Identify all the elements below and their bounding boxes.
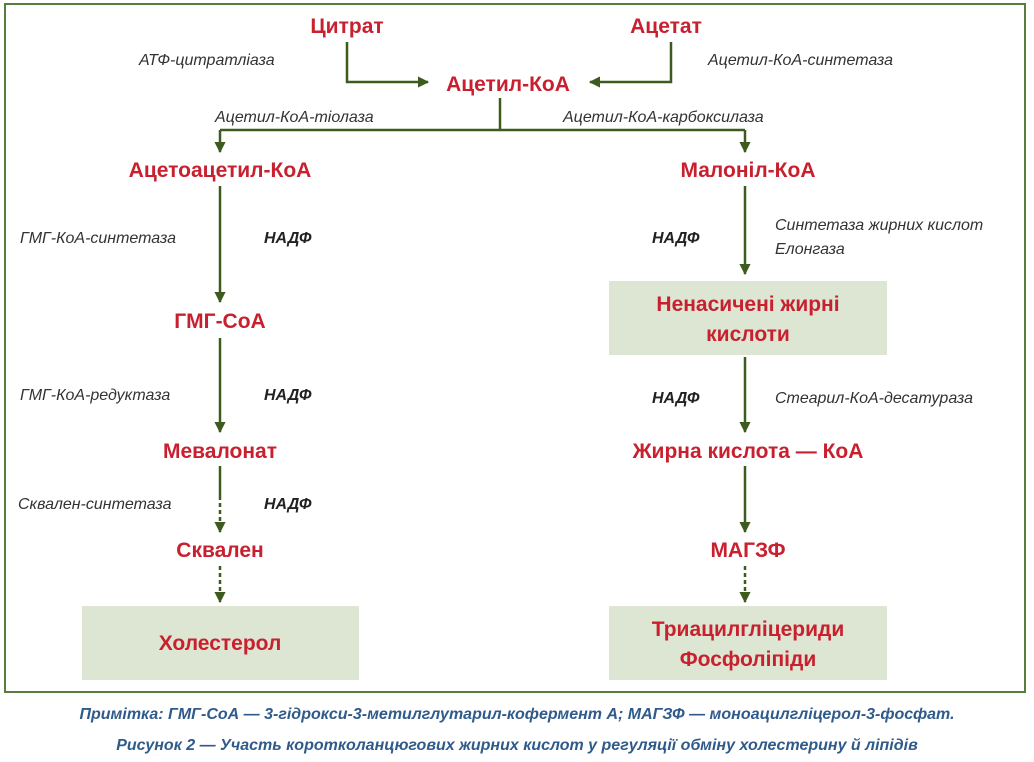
phospholipids-label: Фосфоліпіди <box>680 648 817 671</box>
acetyl-coa-branch-line <box>220 98 745 132</box>
nadf-label-5: НАДФ <box>264 496 312 513</box>
unsaturated-fa-label-line2: кислоти <box>706 323 790 346</box>
mevalonate-label: Мевалонат <box>163 440 277 463</box>
citrate-to-acetyl-coa-arrow <box>345 42 430 88</box>
fatty-acid-coa-label: Жирна кислота — КоА <box>632 440 864 463</box>
hmg-coa-label: ГМГ-СоА <box>174 310 265 333</box>
acetyl-coa-label: Ацетил-КоА <box>446 73 570 96</box>
magzf-label: МАГЗФ <box>710 539 785 562</box>
squalene-synthetase-label: Сквален-синтетаза <box>18 496 172 513</box>
nadf-label-4: НАДФ <box>652 390 700 407</box>
acetate-to-acetyl-coa-arrow <box>588 42 673 88</box>
acetyl-coa-thiolase-label: Ацетил-КоА-тіолаза <box>214 109 374 126</box>
unsaturated-fa-box <box>609 281 887 355</box>
acetyl-coa-carboxylase-label: Ацетил-КоА-карбоксилаза <box>562 109 764 126</box>
cholesterol-box <box>82 606 359 680</box>
citrate-label: Цитрат <box>310 15 383 38</box>
elongase-label: Елонгаза <box>775 241 845 258</box>
acetoacetyl-coa-label: Ацетоацетил-КоА <box>129 159 312 182</box>
fa-synthase-label: Синтетаза жирних кислот <box>775 217 983 234</box>
acetyl-coa-synthetase-label: Ацетил-КоА-синтетаза <box>707 52 893 69</box>
squalene-label: Сквален <box>176 539 263 562</box>
pathway-diagram: Цитрат Ацетат Ацетил-КоА Ацетоацетил-КоА… <box>18 15 983 680</box>
unsaturated-fa-label-line1: Ненасичені жирні <box>656 293 839 316</box>
triglycerides-box <box>609 606 887 680</box>
atp-citrate-lyase-label: АТФ-цитратліаза <box>138 52 275 69</box>
triglycerides-label: Триацилгліцериди <box>652 618 845 641</box>
cholesterol-label: Холестерол <box>159 632 282 655</box>
hmg-coa-synthetase-label: ГМГ-КоА-синтетаза <box>20 230 176 247</box>
nadf-label-2: НАДФ <box>652 230 700 247</box>
malonyl-coa-label: Малоніл-КоА <box>681 159 816 182</box>
hmg-coa-reductase-label: ГМГ-КоА-редуктаза <box>20 387 170 404</box>
diagram-frame <box>4 3 1026 693</box>
stearoyl-coa-desaturase-label: Стеарил-КоА-десатураза <box>775 390 973 407</box>
note-text: Примітка: ГМГ-СоА — 3-гідрокси-3-метилгл… <box>79 706 955 723</box>
nadf-label-1: НАДФ <box>264 230 312 247</box>
acetate-label: Ацетат <box>630 15 702 38</box>
nadf-label-3: НАДФ <box>264 387 312 404</box>
figure-caption: Рисунок 2 — Участь коротколанцюгових жир… <box>116 737 918 754</box>
